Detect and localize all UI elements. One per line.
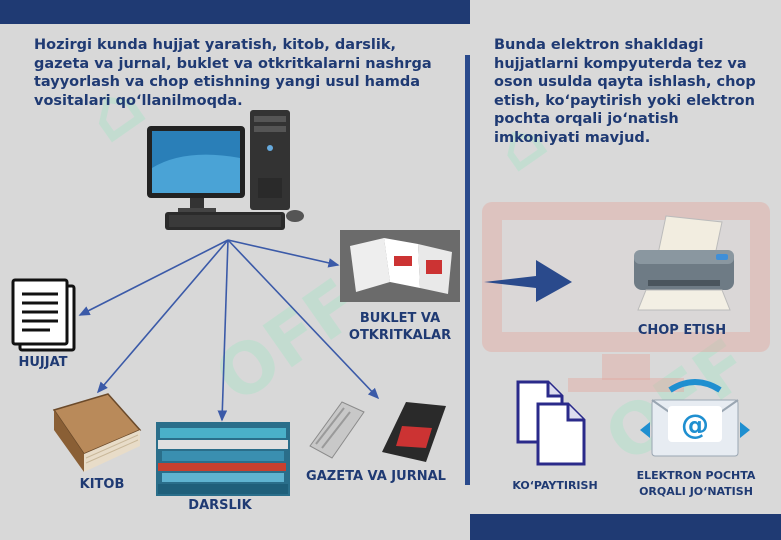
computer-icon — [147, 110, 304, 230]
document-icon — [11, 278, 76, 352]
arrow-to-hujjat — [78, 239, 229, 316]
label-darslik: DARSLIK — [188, 498, 252, 513]
label-email-line1: ELEKTRON POCHTA — [636, 469, 756, 482]
bottom-bar — [470, 514, 781, 540]
brochure-icon — [340, 230, 460, 302]
arrow-to-kitob — [96, 239, 229, 394]
book-icon — [52, 393, 142, 472]
textbook-stack-icon — [156, 422, 290, 496]
printer-icon — [634, 215, 734, 311]
label-email-line2: ORQALI JO‘NATISH — [639, 485, 753, 498]
left-intro-text: Hozirgi kunda hujjat yaratish, kitob, da… — [34, 37, 432, 109]
email-envelope-icon: @ — [640, 379, 750, 457]
divider — [465, 55, 470, 485]
label-kopaytirish: KO‘PAYTIRISH — [512, 479, 598, 492]
label-buklet-line1: BUKLET VA — [359, 311, 441, 326]
arrow-to-darslik — [217, 239, 229, 422]
right-intro-text: Bunda elektron shakldagi hujjatlarni kom… — [494, 37, 756, 146]
copy-documents-icon — [516, 380, 586, 466]
arrow-to-buklet — [227, 239, 340, 268]
big-arrow-icon — [484, 260, 572, 302]
arrow-to-gazeta — [227, 239, 380, 400]
label-chop-etish: CHOP ETISH — [637, 323, 727, 338]
label-kitob: KITOB — [79, 477, 125, 492]
top-bar — [0, 0, 470, 24]
svg-text:@: @ — [681, 408, 709, 441]
label-gazeta: GAZETA VA JURNAL — [306, 469, 446, 484]
label-buklet-line2: OTKRITKALAR — [348, 328, 452, 343]
newspaper-magazine-icon — [309, 401, 446, 462]
label-hujjat: HUJJAT — [18, 355, 68, 370]
